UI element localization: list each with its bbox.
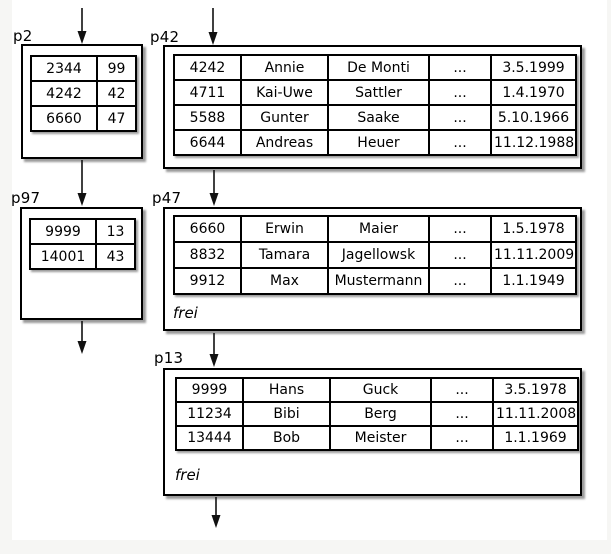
page-box-p13: 9999 Hans Guck ... 3.5.1978 11234 Bibi B…: [163, 368, 582, 496]
table-row: 4242 Annie De Monti ... 3.5.1999: [173, 54, 577, 81]
cell-date: 1.4.1970: [490, 79, 577, 106]
cell-firstname: Erwin: [240, 215, 329, 243]
cell-firstname: Gunter: [240, 104, 329, 131]
cell-firstname: Kai-Uwe: [240, 79, 329, 106]
record-table-p47: 6660 Erwin Maier ... 1.5.1978 8832 Tamar…: [173, 215, 577, 295]
table-row: 4711 Kai-Uwe Sattler ... 1.4.1970: [173, 79, 577, 106]
cell-firstname: Annie: [240, 54, 329, 81]
cell-lastname: Heuer: [327, 129, 430, 156]
cell-lastname: Berg: [329, 401, 432, 427]
table-row: 6660 Erwin Maier ... 1.5.1978: [173, 215, 577, 243]
cell-id: 6660: [173, 215, 242, 243]
cell-lastname: Meister: [329, 425, 432, 451]
cell-firstname: Max: [240, 267, 329, 295]
cell-ellipsis: ...: [428, 129, 492, 156]
cell-lastname: Saake: [327, 104, 430, 131]
table-row: 13444 Bob Meister ... 1.1.1969: [175, 425, 579, 451]
page-label-p2: p2: [13, 27, 33, 45]
cell-ellipsis: ...: [428, 104, 492, 131]
cell-date: 3.5.1978: [492, 377, 579, 403]
table-row: 2344 99: [30, 55, 137, 82]
table-row: 11234 Bibi Berg ... 11.11.2008: [175, 401, 579, 427]
free-space-label: frei: [175, 466, 200, 484]
cell-lastname: De Monti: [327, 54, 430, 81]
cell-ellipsis: ...: [430, 425, 494, 451]
cell-date: 11.11.2009: [490, 241, 577, 269]
cell-ellipsis: ...: [428, 241, 492, 269]
table-row: 8832 Tamara Jagellowsk ... 11.11.2009: [173, 241, 577, 269]
cell-id: 9999: [175, 377, 244, 403]
cell-date: 3.5.1999: [490, 54, 577, 81]
cell-date: 1.1.1949: [490, 267, 577, 295]
cell-date: 11.12.1988: [490, 129, 577, 156]
cell-id: 11234: [175, 401, 244, 427]
cell-page-ref: 99: [96, 55, 137, 82]
cell-date: 1.5.1978: [490, 215, 577, 243]
table-row: 14001 43: [29, 243, 136, 270]
cell-firstname: Bibi: [242, 401, 331, 427]
table-row: 9912 Max Mustermann ... 1.1.1949: [173, 267, 577, 295]
page-label-p47: p47: [152, 189, 182, 207]
cell-ellipsis: ...: [430, 401, 494, 427]
table-row: 9999 13: [29, 218, 136, 245]
cell-lastname: Sattler: [327, 79, 430, 106]
index-table-p2: 2344 99 4242 42 6660 47: [30, 55, 137, 132]
cell-firstname: Tamara: [240, 241, 329, 269]
cell-ellipsis: ...: [430, 377, 494, 403]
cell-lastname: Mustermann: [327, 267, 430, 295]
record-table-p42: 4242 Annie De Monti ... 3.5.1999 4711 Ka…: [173, 54, 577, 156]
cell-id: 9912: [173, 267, 242, 295]
page-label-p42: p42: [150, 28, 180, 46]
cell-ellipsis: ...: [428, 54, 492, 81]
cell-key: 4242: [30, 80, 98, 107]
cell-page-ref: 43: [95, 243, 136, 270]
table-row: 5588 Gunter Saake ... 5.10.1966: [173, 104, 577, 131]
cell-ellipsis: ...: [428, 79, 492, 106]
record-table-p13: 9999 Hans Guck ... 3.5.1978 11234 Bibi B…: [175, 377, 579, 451]
table-row: 6660 47: [30, 105, 137, 132]
cell-page-ref: 42: [96, 80, 137, 107]
page-box-p97: 9999 13 14001 43: [20, 207, 143, 320]
cell-firstname: Hans: [242, 377, 331, 403]
cell-key: 2344: [30, 55, 98, 82]
table-row: 6644 Andreas Heuer ... 11.12.1988: [173, 129, 577, 156]
cell-ellipsis: ...: [428, 267, 492, 295]
page-box-p2: 2344 99 4242 42 6660 47: [21, 44, 143, 159]
cell-page-ref: 13: [95, 218, 136, 245]
cell-firstname: Bob: [242, 425, 331, 451]
index-table-p97: 9999 13 14001 43: [29, 218, 136, 270]
cell-page-ref: 47: [96, 105, 137, 132]
cell-lastname: Guck: [329, 377, 432, 403]
cell-key: 14001: [29, 243, 97, 270]
page-box-p42: 4242 Annie De Monti ... 3.5.1999 4711 Ka…: [163, 45, 582, 169]
cell-lastname: Jagellowsk: [327, 241, 430, 269]
cell-date: 11.11.2008: [492, 401, 579, 427]
cell-id: 8832: [173, 241, 242, 269]
cell-key: 9999: [29, 218, 97, 245]
cell-id: 6644: [173, 129, 242, 156]
page-label-p97: p97: [11, 189, 41, 207]
table-row: 9999 Hans Guck ... 3.5.1978: [175, 377, 579, 403]
cell-ellipsis: ...: [428, 215, 492, 243]
free-space-label: frei: [173, 304, 198, 322]
cell-id: 4242: [173, 54, 242, 81]
cell-id: 5588: [173, 104, 242, 131]
cell-id: 13444: [175, 425, 244, 451]
cell-key: 6660: [30, 105, 98, 132]
table-row: 4242 42: [30, 80, 137, 107]
cell-id: 4711: [173, 79, 242, 106]
page-label-p13: p13: [154, 349, 184, 367]
cell-firstname: Andreas: [240, 129, 329, 156]
cell-date: 1.1.1969: [492, 425, 579, 451]
cell-date: 5.10.1966: [490, 104, 577, 131]
page-box-p47: 6660 Erwin Maier ... 1.5.1978 8832 Tamar…: [163, 207, 582, 331]
cell-lastname: Maier: [327, 215, 430, 243]
